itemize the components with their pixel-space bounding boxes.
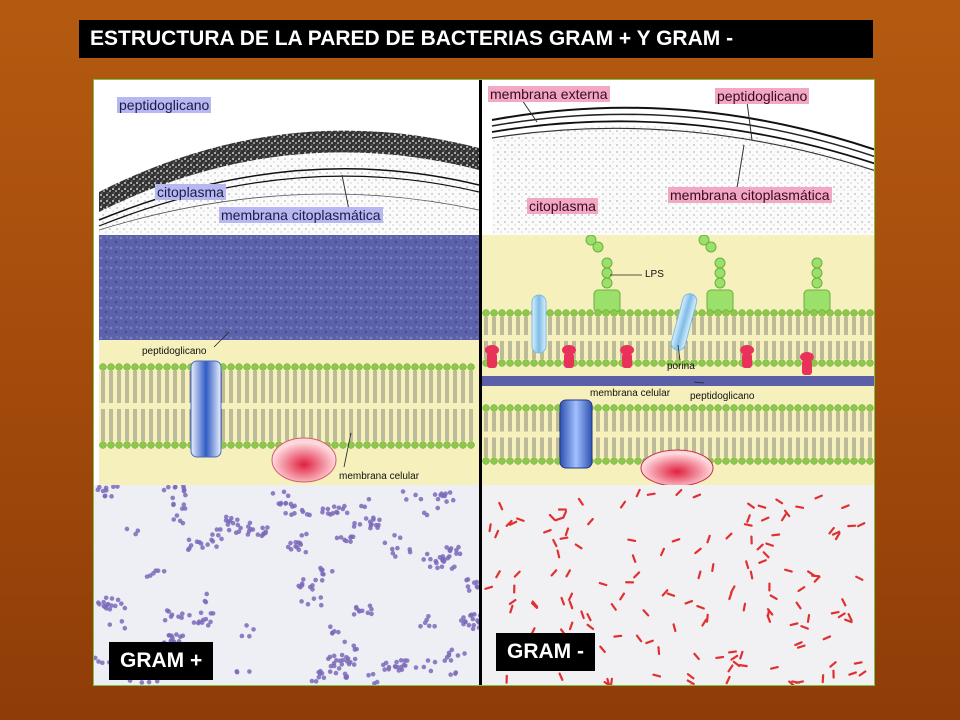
gram-positive-micrograph: peptidoglicano citoplasma membrana citop… <box>94 80 479 235</box>
gram-positive-wall-drawing <box>99 235 479 485</box>
label-diagram-peptidoglycan: peptidoglicano <box>142 346 207 357</box>
label-cytoplasmic-membrane: membrana citoplasmática <box>219 207 383 223</box>
label-porin: porina <box>667 361 695 372</box>
figure-frame: peptidoglicano citoplasma membrana citop… <box>93 79 875 686</box>
gram-positive-micrograph-drawing <box>94 80 479 235</box>
gram-negative-micrograph: membrana externa peptidoglicano citoplas… <box>482 80 874 235</box>
label-lps: LPS <box>645 269 664 280</box>
column-divider <box>479 80 482 685</box>
gram-positive-tag: GRAM + <box>109 642 214 680</box>
label-gn-cytoplasm: citoplasma <box>527 198 598 214</box>
gram-negative-bacilli <box>484 488 867 685</box>
label-gn-diagram-peptidoglycan: peptidoglicano <box>690 391 755 402</box>
slide-title: ESTRUCTURA DE LA PARED DE BACTERIAS GRAM… <box>79 20 873 58</box>
gram-negative-tag: GRAM - <box>496 633 595 671</box>
gram-negative-stain <box>482 485 874 685</box>
label-gn-peptidoglycan: peptidoglicano <box>715 88 810 104</box>
gram-negative-diagram: LPS porina membrana celular peptidoglica… <box>482 235 874 485</box>
label-peptidoglycan: peptidoglicano <box>117 97 212 113</box>
label-outer-membrane: membrana externa <box>488 86 610 102</box>
label-gn-cytoplasmic-membrane: membrana citoplasmática <box>668 187 832 203</box>
gram-negative-wall-drawing <box>482 235 874 485</box>
label-cytoplasm: citoplasma <box>155 184 226 200</box>
label-cell-membrane: membrana celular <box>339 471 420 482</box>
label-gn-cell-membrane: membrana celular <box>590 388 671 399</box>
gram-positive-diagram: peptidoglicano membrana celular <box>99 235 479 485</box>
